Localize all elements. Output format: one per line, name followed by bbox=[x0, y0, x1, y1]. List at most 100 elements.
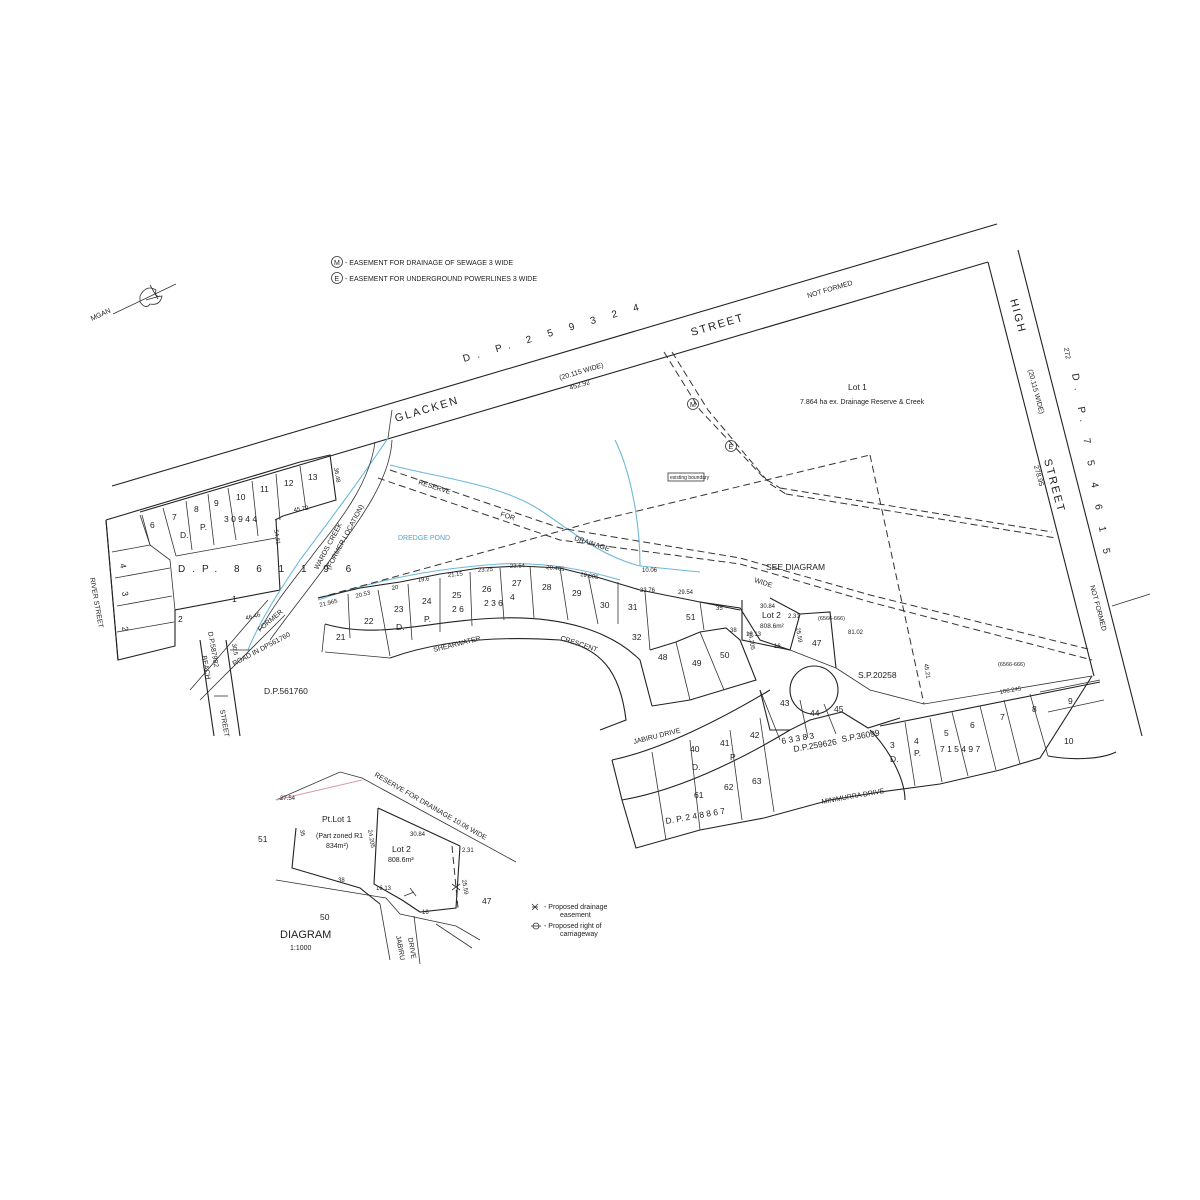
dim-9: 19.605 bbox=[580, 572, 600, 581]
dim-16: 54.61 bbox=[272, 529, 281, 545]
north-label: MGAN bbox=[90, 308, 112, 323]
dp-861196: D.P. 8 6 1 1 9 6 bbox=[178, 564, 358, 575]
diagram-dim-35: 35 bbox=[298, 829, 305, 837]
lot-r10: 10 bbox=[1064, 736, 1074, 746]
lot-27: 27 bbox=[512, 578, 522, 588]
diagram-dim-3084: 30.84 bbox=[410, 832, 426, 838]
dp-num-2: 2 3 6 bbox=[484, 598, 503, 608]
lot-31: 31 bbox=[628, 602, 638, 612]
lot-7: 7 bbox=[172, 512, 177, 522]
legend: M - EASEMENT FOR DRAINAGE OF SEWAGE 3 WI… bbox=[331, 256, 537, 284]
dp-num-1: 2 6 bbox=[452, 604, 464, 614]
dim-22: 24.205 bbox=[746, 631, 755, 651]
lot-30: 30 bbox=[600, 600, 610, 610]
diagram-dim-24205: 24.205 bbox=[366, 829, 375, 849]
key: - Proposed drainage easement - Proposed … bbox=[531, 903, 608, 938]
sewage-easement-marker bbox=[687, 398, 699, 410]
sp-tag-2: (6566-666) bbox=[998, 662, 1025, 668]
ptlot-area: 834m²) bbox=[326, 843, 348, 850]
lot-50: 50 bbox=[720, 650, 730, 660]
dim-10: 10.06 bbox=[642, 568, 658, 574]
reserve-and-easements bbox=[317, 351, 1093, 705]
dp-p-mid: P. bbox=[424, 614, 431, 624]
dim-6: 23.25 bbox=[478, 567, 494, 574]
diagram-jabiru: JABIRU bbox=[394, 935, 405, 961]
high-width: (20.115 WIDE) bbox=[1026, 369, 1045, 415]
dim-24: 2.31 bbox=[788, 614, 800, 620]
dp-754615: D. P. 7 5 4 6 1 5 bbox=[1069, 373, 1113, 562]
minimurra-drive-label: MINIMURRA DRIVE bbox=[821, 788, 885, 806]
top-dp-p: P. bbox=[200, 522, 207, 532]
diagram-drive: DRIVE bbox=[406, 937, 417, 960]
dimensions: 21.965 20.53 20 19.6 21.15 23.25 23.64 2… bbox=[230, 467, 1022, 696]
north-arrow-icon: MGAN bbox=[90, 283, 177, 323]
lot-r8: 8 bbox=[1032, 704, 1037, 714]
diagram-lot2-area: 808.6m² bbox=[388, 857, 414, 864]
lot-r5: 5 bbox=[944, 728, 949, 738]
diagram-lot-50: 50 bbox=[320, 912, 330, 922]
high-label: HIGH bbox=[1007, 298, 1028, 335]
feature-labels: WARDS CREEK (FORMER LOCATION) DREDGE PON… bbox=[257, 398, 1025, 668]
dim-3: 20 bbox=[391, 585, 399, 592]
power-easement-marker bbox=[725, 440, 737, 452]
lot-8: 8 bbox=[194, 504, 199, 514]
diagram-dim-38: 38 bbox=[338, 878, 345, 884]
beach-street-label: STREET bbox=[218, 709, 230, 738]
beach-street bbox=[199, 623, 391, 737]
dim-26: 38 bbox=[730, 628, 737, 634]
lot-25: 25 bbox=[452, 590, 462, 600]
not-formed-top: NOT FORMED bbox=[807, 280, 854, 300]
lot-10: 10 bbox=[236, 492, 246, 502]
lot-47: 47 bbox=[812, 638, 822, 648]
dim-4: 19.6 bbox=[417, 576, 430, 584]
diagram-lot-51: 51 bbox=[258, 834, 268, 844]
lot-2-left-a: 2 bbox=[120, 626, 131, 633]
m-marker-letter: M bbox=[690, 402, 696, 409]
dim-11: 33.76 bbox=[640, 588, 656, 594]
see-diagram-label: SEE DIAGRAM bbox=[766, 562, 825, 572]
sewage-symbol-letter: M bbox=[334, 260, 340, 267]
lot-r7: 7 bbox=[1000, 712, 1005, 722]
legend-power-text: - EASEMENT FOR UNDERGROUND POWERLINES 3 … bbox=[345, 276, 537, 283]
dim-20: 30.5 bbox=[230, 643, 238, 656]
lot-13: 13 bbox=[308, 472, 318, 482]
dim-7: 23.64 bbox=[510, 563, 526, 570]
reserve-label-4: WIDE bbox=[753, 577, 773, 589]
diagram-dim-16: 16 bbox=[422, 910, 429, 916]
glacken-length: 452.92 bbox=[569, 379, 592, 392]
dp-861196-lot: 1 bbox=[232, 594, 237, 604]
boundary-tag: existing boundary bbox=[670, 475, 710, 481]
shearwater-label: SHEARWATER bbox=[433, 635, 482, 654]
diagram-dim-2754: 27.54 bbox=[280, 796, 296, 802]
diagram-dim-2559: 25.59 bbox=[460, 879, 469, 895]
cul-de-sac-area bbox=[741, 597, 1093, 741]
road-in-dp: ROAD IN DP561760 bbox=[232, 631, 292, 667]
lot-62: 62 bbox=[724, 782, 734, 792]
jabiru-lots bbox=[611, 675, 1117, 849]
beach-label: BEACH bbox=[200, 655, 211, 680]
inset-diagram: Pt.Lot 1 (Part zoned R1 834m²) Lot 2 808… bbox=[258, 771, 517, 965]
not-formed-right: NOT FORMED bbox=[1088, 585, 1107, 632]
dredge-pond-label: DREDGE POND bbox=[398, 535, 450, 542]
diagram-dim-231: 2.31 bbox=[462, 848, 474, 854]
diagram-title: DIAGRAM bbox=[280, 929, 331, 941]
jabiru-drive-label: JABIRU DRIVE bbox=[633, 727, 682, 746]
dim-13: 81.02 bbox=[848, 630, 864, 636]
dim-1: 21.965 bbox=[319, 599, 339, 609]
dp-r-d: D. bbox=[890, 754, 899, 764]
dim-17: 45.72 bbox=[293, 505, 309, 514]
lot-r9: 9 bbox=[1068, 696, 1073, 706]
glacken-street-label: STREET bbox=[689, 312, 746, 339]
reserve-label-3: DRAINAGE bbox=[573, 535, 610, 553]
lot1-title: Lot 1 bbox=[848, 382, 867, 392]
lot-63: 63 bbox=[752, 776, 762, 786]
key-row-1: - Proposed right of bbox=[544, 923, 602, 930]
lot-r6: 6 bbox=[970, 720, 975, 730]
lot-3: 3 bbox=[120, 591, 131, 598]
lot-61: 61 bbox=[694, 790, 704, 800]
lot-24: 24 bbox=[422, 596, 432, 606]
diagram-lot-47: 47 bbox=[482, 896, 492, 906]
key-row-2: carriageway bbox=[560, 931, 598, 938]
dp-b-d: D. bbox=[692, 762, 701, 772]
